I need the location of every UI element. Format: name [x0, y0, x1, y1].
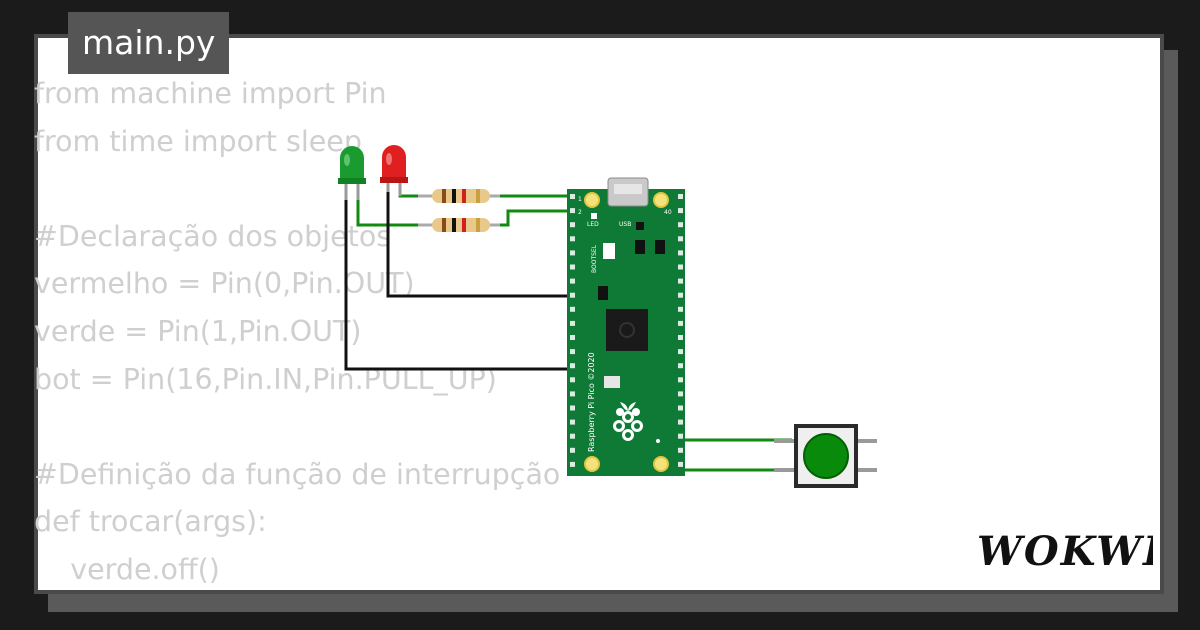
pin-header [678, 236, 683, 242]
mount-hole [584, 192, 600, 208]
pin-header [678, 363, 683, 369]
mount-hole [584, 456, 600, 472]
pin-header [678, 461, 683, 467]
pin-header [570, 236, 575, 242]
pin-header [570, 292, 575, 298]
pin-header [678, 222, 683, 228]
code-line: verde.off() [34, 552, 220, 586]
pin-header [678, 306, 683, 312]
pin-header [678, 208, 683, 214]
pin-header [570, 222, 575, 228]
pin-header [570, 250, 575, 256]
mount-hole [653, 192, 669, 208]
model-label: Raspberry Pi Pico ©2020 [587, 352, 596, 452]
pin-header [570, 194, 575, 199]
pin-header [570, 363, 575, 369]
pin-header [678, 194, 683, 199]
pin-header [678, 264, 683, 270]
pin-header [678, 447, 683, 453]
resistor-1[interactable] [418, 189, 500, 203]
red-led[interactable] [380, 145, 408, 196]
wire-green-led-gnd [344, 198, 574, 371]
pin-header [570, 264, 575, 270]
pin-label-2: 2 [578, 209, 582, 216]
code-line: #Definição da função de interrupção [34, 457, 561, 491]
pin-header [570, 377, 575, 383]
pin-headers-right [678, 194, 683, 467]
code-line: from time import sleep [34, 124, 362, 158]
pin-label-40: 40 [664, 209, 672, 216]
pin-header [570, 349, 575, 355]
pin-header [570, 306, 575, 312]
pin-headers-left [570, 194, 575, 467]
resistor-2[interactable] [418, 218, 500, 232]
code-line: from machine import Pin [34, 77, 387, 110]
pin-header [570, 419, 575, 425]
green-led[interactable] [338, 146, 366, 200]
pin-header [678, 250, 683, 256]
onboard-led [591, 213, 597, 219]
pin-label-1: 1 [578, 196, 582, 203]
pin-header [678, 391, 683, 397]
pin-header [570, 461, 575, 467]
pin-header [678, 349, 683, 355]
pin-header [678, 377, 683, 383]
pin-header [678, 278, 683, 284]
bootsel-button[interactable] [603, 243, 615, 259]
wire-red-led-gnd [386, 184, 574, 298]
pin-header [678, 335, 683, 340]
bootsel-label: BOOTSEL [591, 244, 598, 273]
rp2040-chip [606, 309, 648, 351]
pin-header [570, 335, 575, 340]
usb-label: USB [619, 221, 631, 228]
file-tab[interactable]: main.py [68, 12, 230, 74]
code-line: verde = Pin(1,Pin.OUT) [34, 314, 362, 348]
mount-hole [653, 456, 669, 472]
pin-header [570, 391, 575, 397]
pin-header [570, 433, 575, 439]
pico-board[interactable]: 1 2 40 LED USB BOOTSEL Raspberry Pi Pico… [567, 177, 685, 476]
push-button[interactable] [774, 424, 877, 488]
pin-header [570, 208, 575, 214]
wokwi-logo: WOKWI [977, 528, 1153, 575]
pin-header [678, 433, 683, 439]
led-label: LED [587, 221, 599, 228]
code-line: bot = Pin(16,Pin.IN,Pin.PULL_UP) [34, 362, 497, 396]
button-cap[interactable] [803, 433, 849, 479]
code-line: def trocar(args): [34, 505, 267, 539]
pin-header [570, 447, 575, 453]
pin-header [678, 320, 683, 326]
code-preview: from machine import Pin from time import … [34, 70, 560, 594]
pin-header [570, 278, 575, 284]
code-line: vermelho = Pin(0,Pin.OUT) [34, 267, 415, 301]
pin-header [570, 320, 575, 326]
brand-name: WOKWI [977, 528, 1153, 575]
pin-header [678, 419, 683, 425]
wire-red-led-to-resistor [398, 183, 432, 198]
wire-resistor2-to-gp1 [490, 209, 572, 227]
wire-green-led-to-resistor [356, 198, 432, 227]
pin-header [678, 405, 683, 411]
pin-header [570, 405, 575, 411]
pin-header [678, 292, 683, 298]
